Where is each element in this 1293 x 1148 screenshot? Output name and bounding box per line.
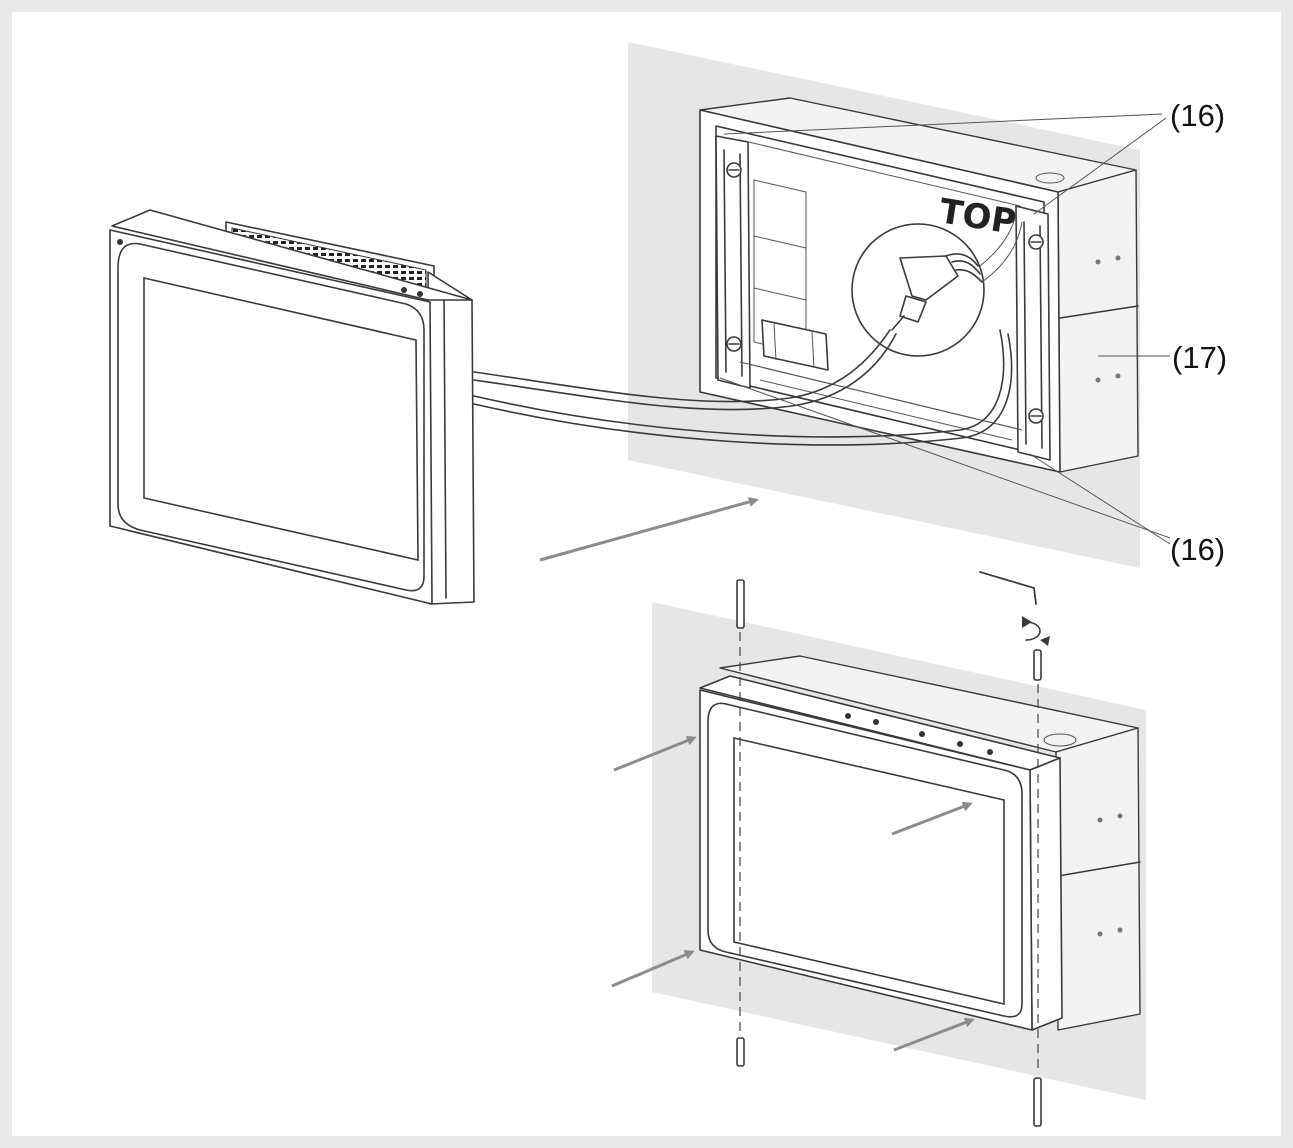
insertion-arrow xyxy=(539,497,759,562)
callout-16-top: (16) xyxy=(1170,98,1225,133)
allen-key xyxy=(979,571,1037,605)
press-arrow-top-left xyxy=(613,735,697,772)
press-arrow-bottom-right xyxy=(893,1017,975,1052)
callout-16-bottom: (16) xyxy=(1170,532,1225,567)
callout-lines xyxy=(719,113,1171,545)
press-arrow-bottom-left xyxy=(611,950,695,988)
connector-detail xyxy=(851,223,985,357)
press-arrow-top-right xyxy=(891,801,973,836)
rotate-icon xyxy=(1022,616,1050,646)
connection-cables xyxy=(473,213,1023,446)
touch-panel-device xyxy=(109,209,475,605)
fixing-screws xyxy=(736,579,1042,1127)
mounted-touch-panel xyxy=(699,675,1063,1031)
callout-17: (17) xyxy=(1172,340,1227,375)
flush-mounting-box-bottom xyxy=(719,655,1141,1031)
